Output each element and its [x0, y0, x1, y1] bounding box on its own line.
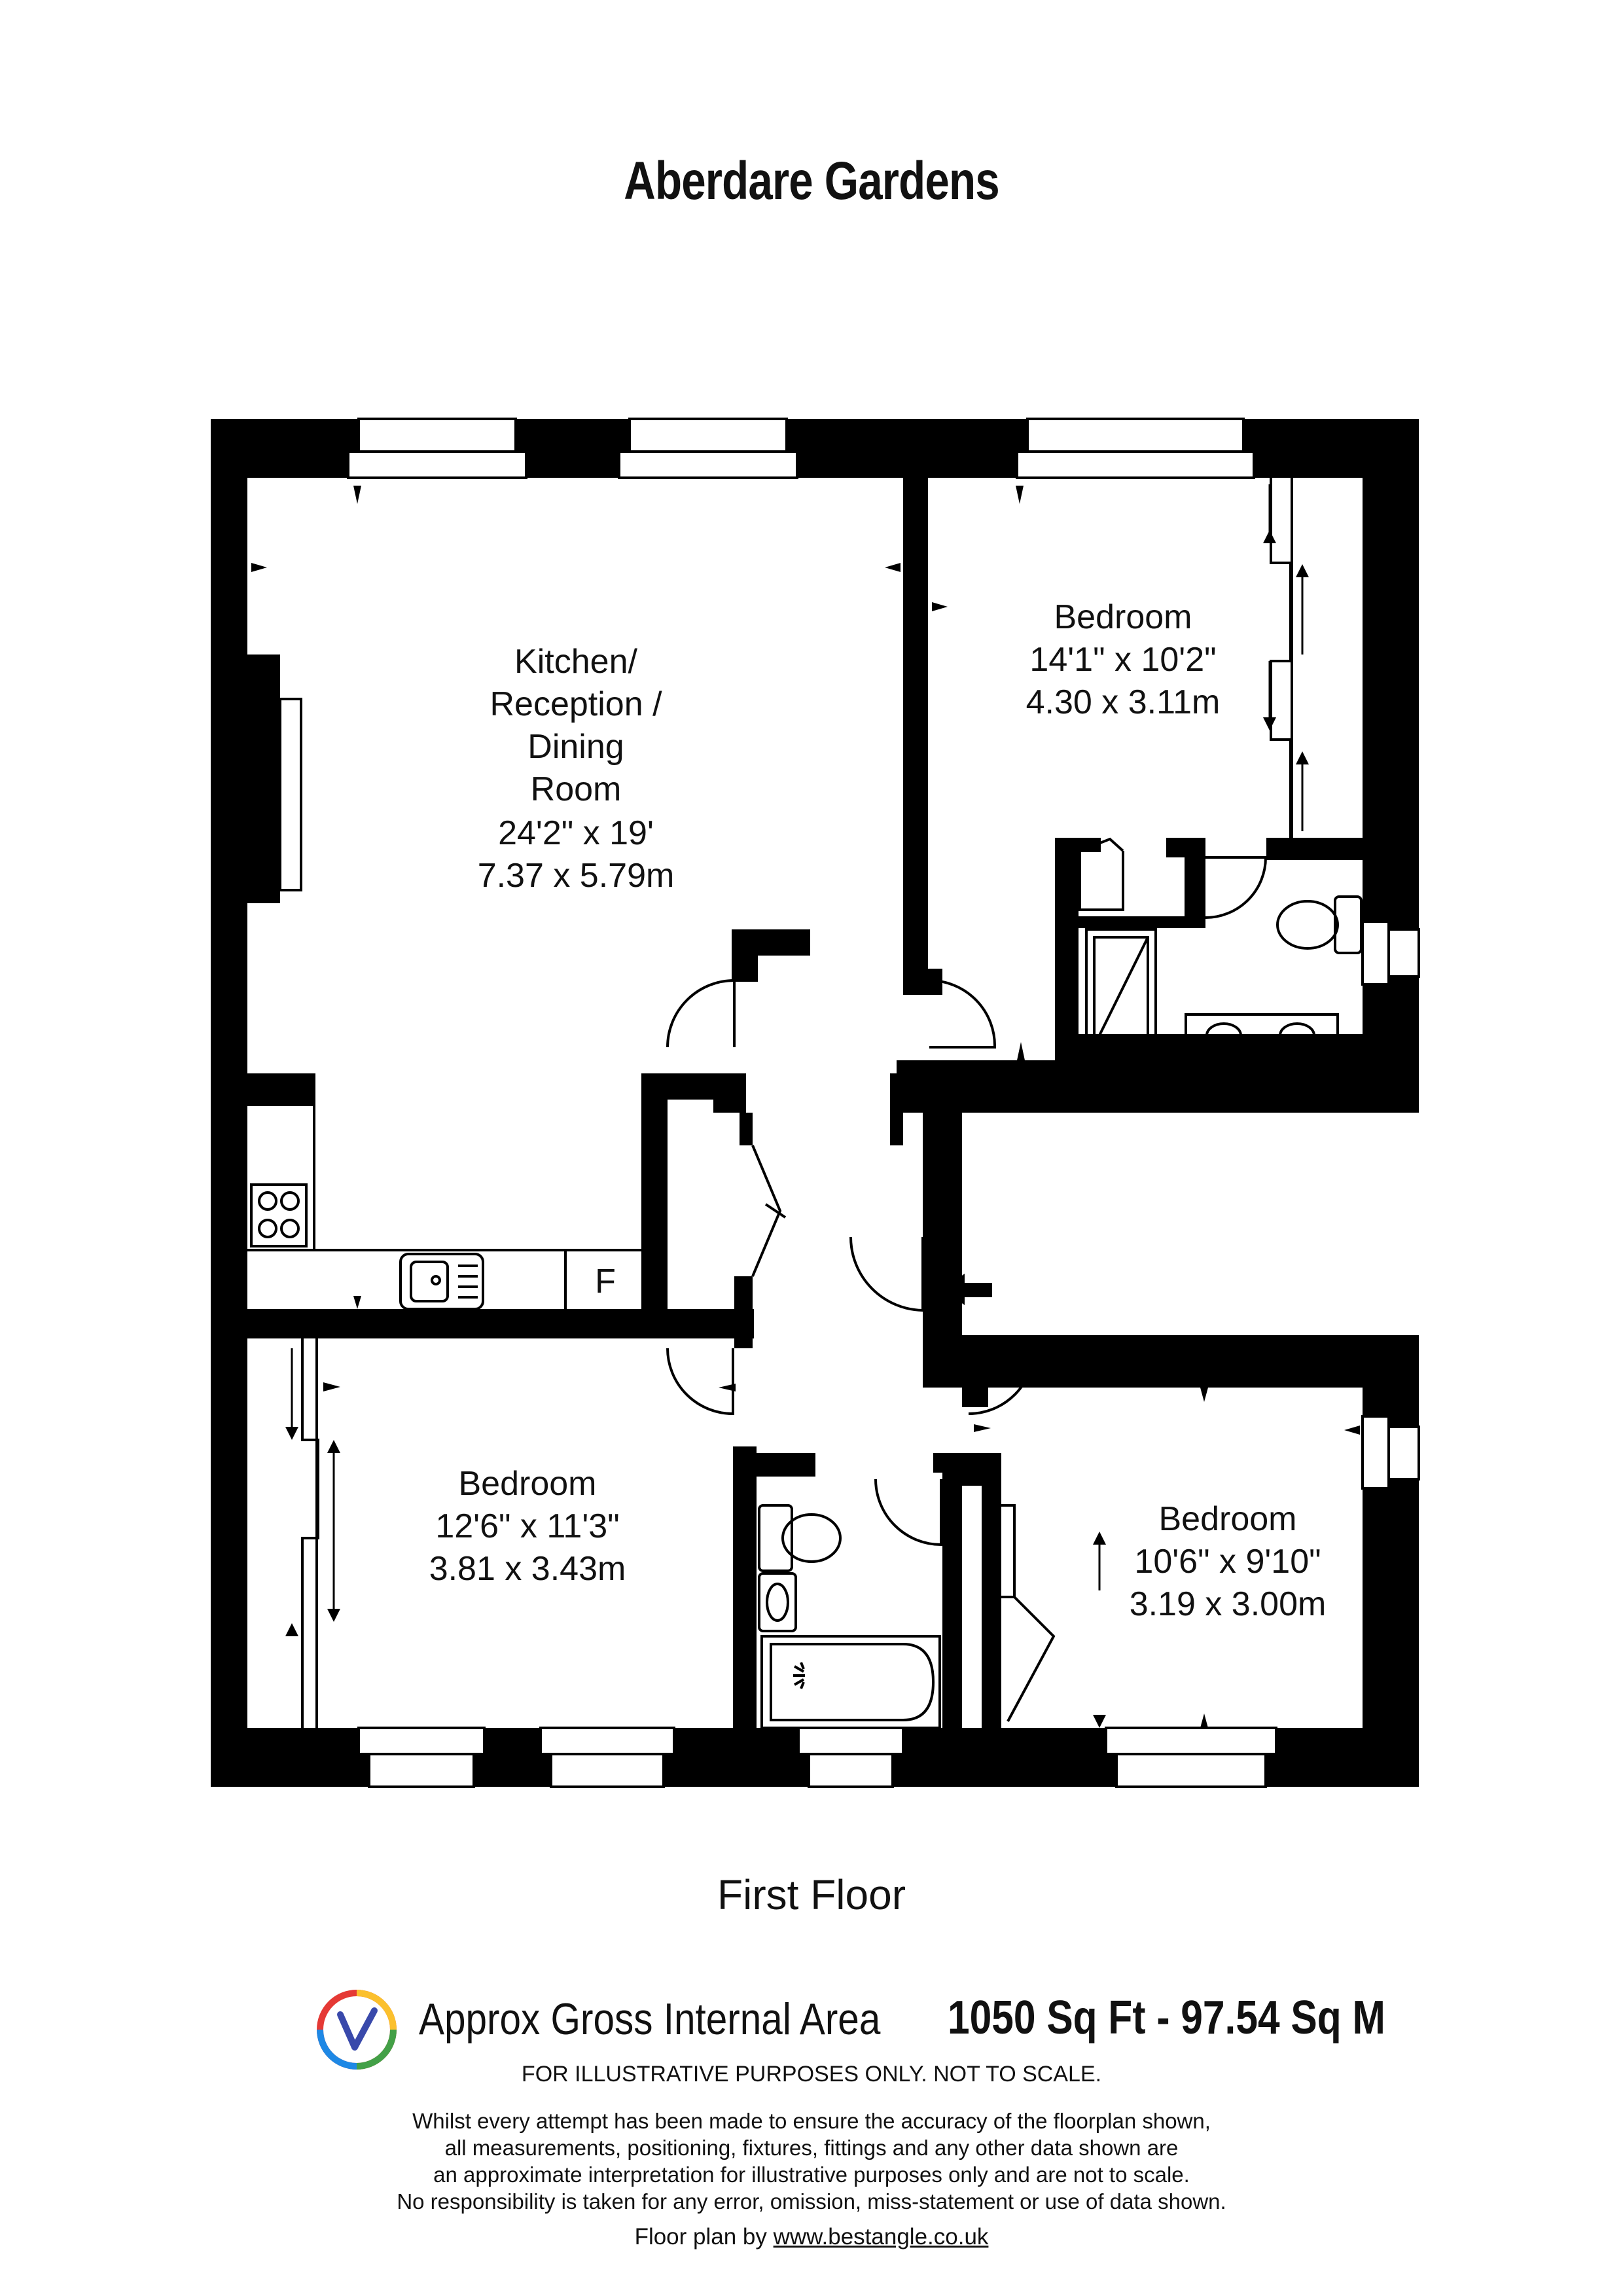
svg-text:3.19 x 3.00m: 3.19 x 3.00m: [1130, 1585, 1327, 1623]
area-summary: Approx Gross Internal Area 1050 Sq Ft - …: [314, 1987, 1385, 2070]
toilet-icon: [758, 1504, 842, 1572]
sink-icon: [399, 1253, 484, 1310]
doors: [301, 471, 1293, 1728]
v-logo-icon: [317, 1990, 397, 2070]
disclaimer-line: all measurements, positioning, fixtures,…: [444, 2136, 1179, 2160]
shower-icon: [1085, 928, 1157, 1055]
disclaimer-line: an approximate interpretation for illust…: [433, 2162, 1190, 2187]
svg-text:4.30 x 3.11m: 4.30 x 3.11m: [1026, 683, 1221, 721]
disclaimer-line: Whilst every attempt has been made to en…: [412, 2109, 1211, 2133]
room-label-bedroom-1: Bedroom 14'1" x 10'2" 4.30 x 3.11m: [1026, 598, 1221, 721]
svg-text:7.37 x 5.79m: 7.37 x 5.79m: [478, 857, 675, 895]
svg-text:10'6" x 9'10": 10'6" x 9'10": [1134, 1543, 1321, 1581]
hob-icon: [250, 1183, 308, 1247]
svg-text:Bedroom: Bedroom: [1159, 1500, 1297, 1538]
credit: Floor plan by www.bestangle.co.uk: [0, 2224, 1623, 2250]
area-value: 1050 Sq Ft - 97.54 Sq M: [948, 1992, 1385, 2044]
svg-text:Room: Room: [531, 770, 622, 808]
windows: [279, 418, 1420, 1788]
walls: [211, 419, 1419, 1787]
not-to-scale-notice: FOR ILLUSTRATIVE PURPOSES ONLY. NOT TO S…: [521, 2062, 1102, 2087]
bestangle-link[interactable]: www.bestangle.co.uk: [773, 2224, 989, 2250]
svg-text:Bedroom: Bedroom: [1054, 598, 1192, 636]
double-basin-icon: [1185, 1013, 1339, 1058]
svg-text:14'1" x 10'2": 14'1" x 10'2": [1029, 641, 1216, 679]
disclaimer: Whilst every attempt has been made to en…: [0, 2108, 1623, 2215]
room-label-bedroom-2: Bedroom 12'6" x 11'3" 3.81 x 3.43m: [429, 1465, 626, 1588]
svg-text:12'6" x 11'3": 12'6" x 11'3": [435, 1507, 619, 1545]
credit-prefix: Floor plan by: [634, 2224, 774, 2250]
basin-icon: [758, 1572, 797, 1632]
area-label: Approx Gross Internal Area: [419, 1994, 881, 2044]
fridge-label: F: [595, 1263, 616, 1300]
kitchen-units: [247, 1106, 641, 1309]
floor-label: First Floor: [717, 1871, 906, 1918]
svg-text:Dining: Dining: [527, 728, 624, 766]
entrance-arrow-icon: [942, 1274, 992, 1305]
disclaimer-line: No responsibility is taken for any error…: [397, 2189, 1226, 2214]
svg-text:3.81 x 3.43m: 3.81 x 3.43m: [429, 1550, 626, 1588]
svg-text:Kitchen/: Kitchen/: [514, 643, 637, 681]
room-label-bedroom-3: Bedroom 10'6" x 9'10" 3.19 x 3.00m: [1130, 1500, 1327, 1623]
ensuite-toilet-icon: [1276, 895, 1363, 954]
room-label-kitchen: Kitchen/ Reception / Dining Room 24'2" x…: [478, 643, 675, 895]
svg-text:24'2" x 19': 24'2" x 19': [498, 814, 654, 852]
dimension-lines: [291, 484, 1304, 1617]
svg-text:Bedroom: Bedroom: [459, 1465, 597, 1503]
plan-title: Aberdare Gardens: [624, 151, 999, 211]
svg-text:Reception /: Reception /: [490, 685, 662, 723]
bath-icon: [760, 1635, 941, 1729]
